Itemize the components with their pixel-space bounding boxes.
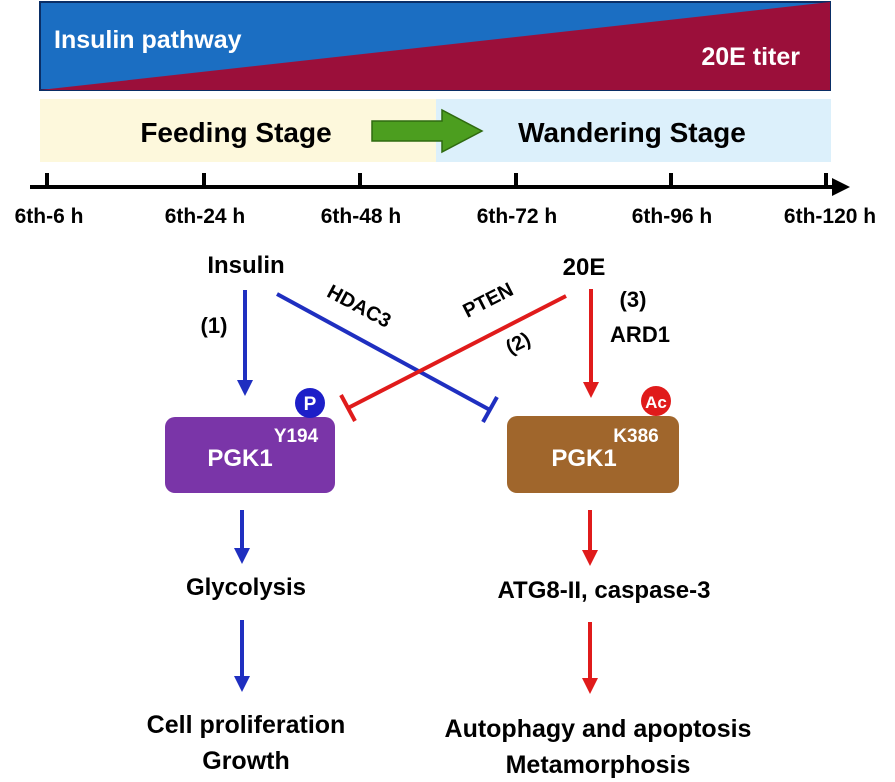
step-1-label: (1) xyxy=(201,313,228,338)
atg-caspase-node: ATG8-II, caspase-3 xyxy=(498,577,711,604)
insulin-node: Insulin xyxy=(207,252,284,279)
ard1-label: ARD1 xyxy=(610,322,670,347)
timeline-ticks xyxy=(45,173,828,189)
banner-titer-label: 20E titer xyxy=(701,43,800,71)
tick-label-6h: 6th-6 h xyxy=(15,205,84,228)
pathway-banner: Insulin pathway 20E titer xyxy=(39,1,831,91)
pgk1-acetyl-box xyxy=(507,416,679,493)
pgk1-acetyl-name: PGK1 xyxy=(551,445,616,472)
timeline-axis: 6th-6 h 6th-24 h 6th-48 h 6th-72 h 6th-9… xyxy=(15,173,876,228)
pten-inhibition-bar xyxy=(339,394,357,422)
pgk1-phospho-node: Y194 PGK1 P xyxy=(165,388,335,493)
acetylation-badge-icon xyxy=(641,386,671,416)
wandering-stage-box xyxy=(436,99,831,162)
hdac3-inhibition-line xyxy=(276,292,491,412)
tick-label-96h: 6th-96 h xyxy=(632,205,713,228)
timeline-arrow-head-icon xyxy=(832,178,850,196)
cell-proliferation-label: Cell proliferation xyxy=(147,711,346,739)
hdac3-inhibition-bar xyxy=(481,396,499,423)
pgk1-phospho-name: PGK1 xyxy=(207,445,272,472)
pgk1-phospho-box xyxy=(165,417,335,493)
feeding-stage-box xyxy=(40,99,436,162)
tick-label-120h: 6th-120 h xyxy=(784,205,876,228)
tick-label-24h: 6th-24 h xyxy=(165,205,246,228)
banner-titer-wedge xyxy=(40,2,830,90)
feeding-stage-label: Feeding Stage xyxy=(140,117,331,148)
pten-label: PTEN xyxy=(460,279,518,323)
tick-label-48h: 6th-48 h xyxy=(321,205,402,228)
phosphorylation-badge-label: P xyxy=(304,394,317,415)
wandering-stage-label: Wandering Stage xyxy=(518,117,746,148)
step-3-label: (3) xyxy=(620,287,647,312)
e20-node: 20E xyxy=(563,254,606,281)
stage-transition-arrow-icon xyxy=(371,108,484,154)
growth-label: Growth xyxy=(202,747,290,775)
autophagy-apoptosis-label: Autophagy and apoptosis xyxy=(445,715,752,743)
step-2-label: (2) xyxy=(502,328,534,359)
glycolysis-node: Glycolysis xyxy=(186,574,306,601)
pgk1-acetyl-node: K386 PGK1 Ac xyxy=(507,386,679,493)
metamorphosis-label: Metamorphosis xyxy=(506,751,691,779)
phosphorylation-badge-icon xyxy=(295,388,325,418)
pgk1-acetyl-site: K386 xyxy=(613,426,658,447)
pathway-edges xyxy=(234,289,599,694)
banner-insulin-label: Insulin pathway xyxy=(54,26,242,54)
pgk1-phospho-site: Y194 xyxy=(274,426,319,447)
acetylation-badge-label: Ac xyxy=(645,393,667,412)
pten-inhibition-line xyxy=(347,294,567,410)
stage-band: Feeding Stage Wandering Stage xyxy=(40,99,831,162)
tick-label-72h: 6th-72 h xyxy=(477,205,558,228)
